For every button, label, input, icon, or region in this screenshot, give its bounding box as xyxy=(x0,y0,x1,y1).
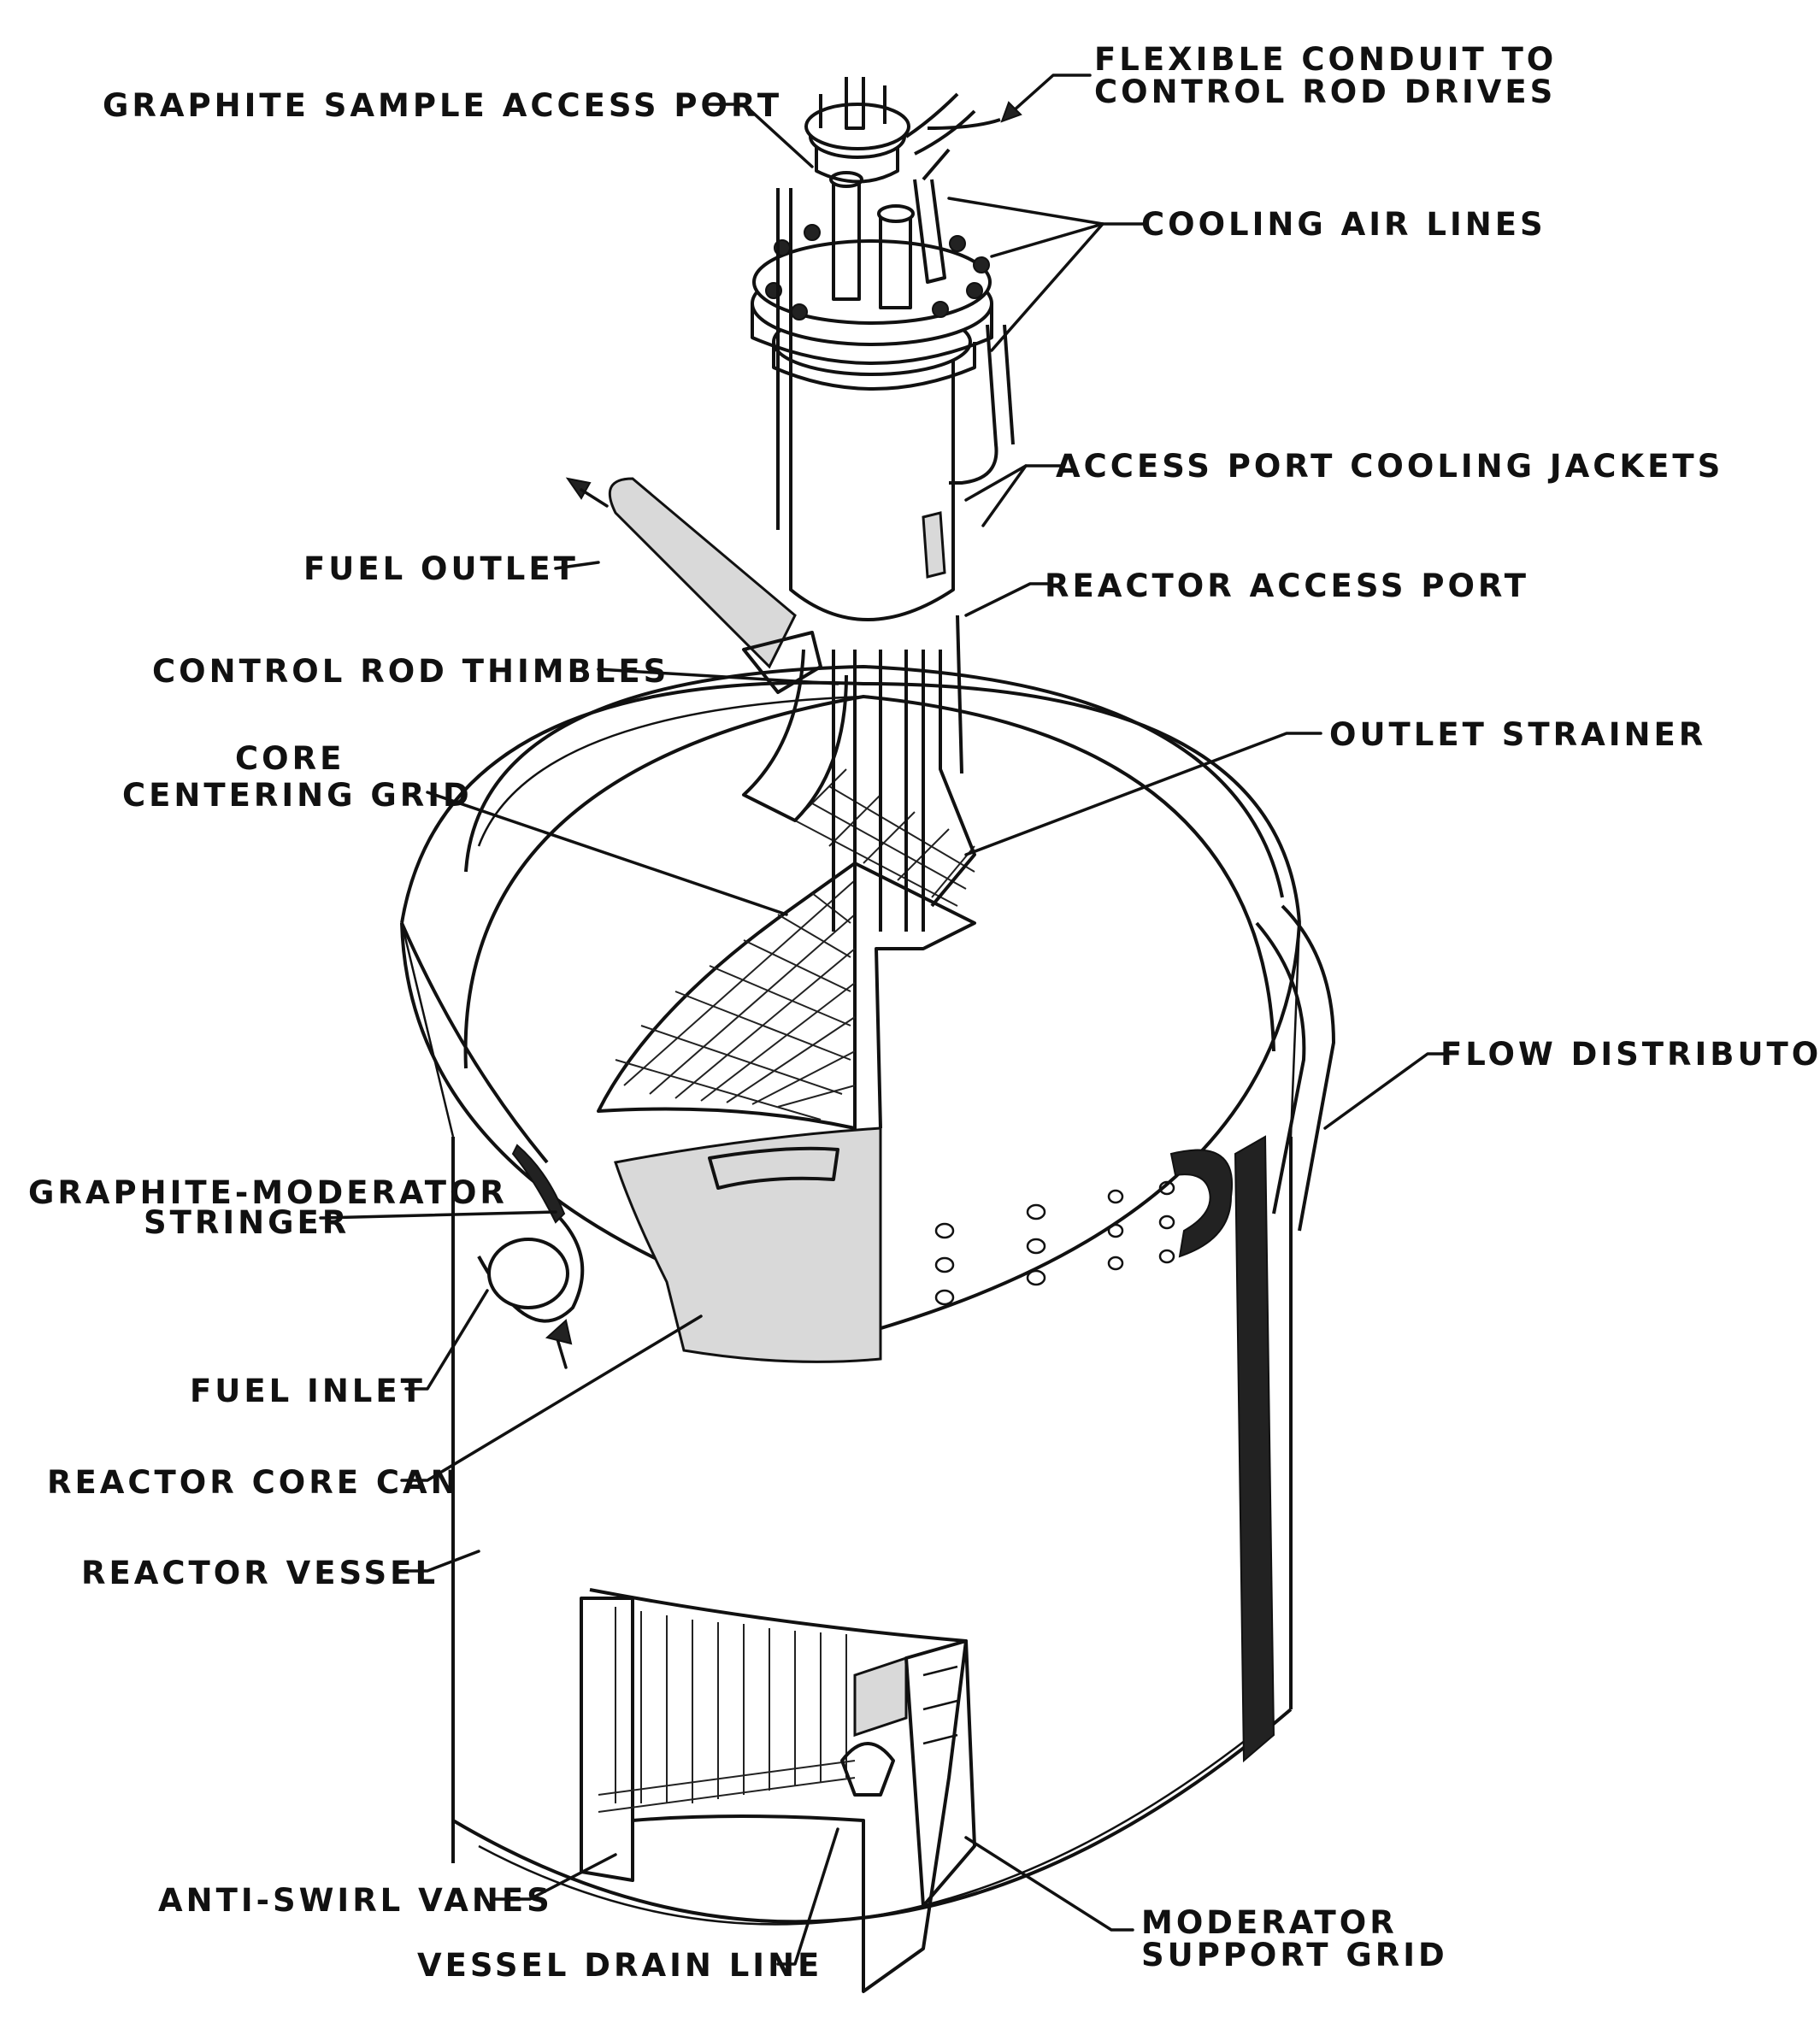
leader-graphite-sample-port xyxy=(704,103,814,168)
label-outlet-strainer: OUTLET STRAINER xyxy=(1329,716,1706,753)
label-reactor-core-can: REACTOR CORE CAN xyxy=(47,1464,461,1501)
label-graphite-moderator-stringer-line1: GRAPHITE-MODERATOR xyxy=(28,1174,508,1211)
label-reactor-vessel: REACTOR VESSEL xyxy=(81,1555,439,1591)
label-vessel-drain-line: VESSEL DRAIN LINE xyxy=(417,1947,822,1984)
leader-reactor-core-can xyxy=(400,1315,703,1482)
leader-cooling-air-lines xyxy=(947,197,1147,226)
fuel-inlet-drawing xyxy=(400,922,585,1369)
label-fuel-outlet: FUEL OUTLET xyxy=(303,550,579,587)
label-graphite-sample-access-port: GRAPHITE SAMPLE ACCESS PORT xyxy=(103,87,782,124)
label-reactor-access-port: REACTOR ACCESS PORT xyxy=(1045,568,1529,604)
leader-flow-distributor xyxy=(1323,1052,1446,1130)
flow-distributor-drawing xyxy=(1169,904,1335,1258)
label-flexible-conduit-line1: FLEXIBLE CONDUIT TO xyxy=(1094,41,1557,78)
leader-control-rod-thimbles xyxy=(597,668,839,685)
leader-graphite-moderator-stringer xyxy=(319,1210,557,1220)
leader-reactor-vessel xyxy=(400,1550,480,1573)
leader-lines xyxy=(319,74,1446,1966)
leader-fuel-outlet xyxy=(554,561,600,570)
label-moderator-support-grid-line2: SUPPORT GRID xyxy=(1141,1937,1448,1973)
leader-outlet-strainer xyxy=(964,732,1322,856)
label-anti-swirl-vanes: ANTI-SWIRL VANES xyxy=(158,1882,553,1919)
leader-reactor-access-port xyxy=(964,582,1049,617)
label-fuel-inlet: FUEL INLET xyxy=(190,1373,426,1409)
labels: FLEXIBLE CONDUIT TO CONTROL ROD DRIVES G… xyxy=(28,41,1820,1984)
label-flexible-conduit-line2: CONTROL ROD DRIVES xyxy=(1094,74,1556,110)
label-control-rod-thimbles: CONTROL ROD THIMBLES xyxy=(152,653,669,690)
core-cutaway-drawing xyxy=(597,768,976,1363)
leader-moderator-support-grid xyxy=(964,1836,1134,1932)
reactor-vessel-drawing xyxy=(400,665,1301,1926)
leader-anti-swirl-vanes xyxy=(490,1853,617,1901)
access-port-tower-drawing xyxy=(742,77,1015,932)
leader-fuel-inlet xyxy=(404,1289,489,1391)
label-core-centering-grid-line2: CENTERING GRID xyxy=(122,777,473,814)
leader-vessel-drain-line xyxy=(776,1827,839,1966)
label-cooling-air-lines: COOLING AIR LINES xyxy=(1141,206,1546,243)
label-access-port-cooling-jackets: ACCESS PORT COOLING JACKETS xyxy=(1056,448,1723,485)
leader-flexible-conduit xyxy=(1011,74,1092,113)
vessel-bolt-holes xyxy=(934,1180,1175,1306)
label-moderator-support-grid-line1: MODERATOR xyxy=(1141,1904,1398,1941)
label-flow-distributor: FLOW DISTRIBUTOR xyxy=(1440,1036,1820,1073)
lower-cutaway-drawing xyxy=(580,1588,976,1993)
leader-core-centering-grid xyxy=(426,791,788,916)
label-core-centering-grid-line1: CORE xyxy=(235,740,345,777)
label-graphite-moderator-stringer-line2: STRINGER xyxy=(144,1204,350,1241)
